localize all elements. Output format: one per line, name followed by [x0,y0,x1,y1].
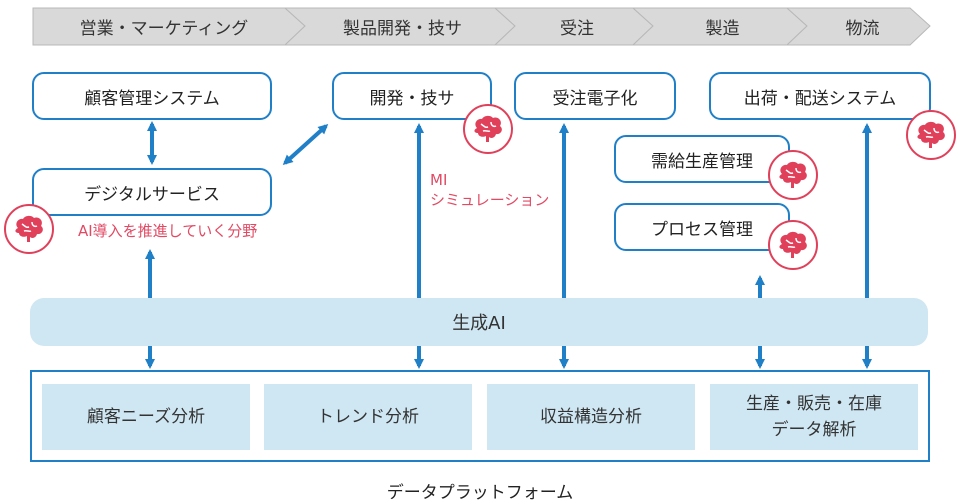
platform-cell-production-sales-inventory: 生産・販売・在庫 データ解析 [710,384,918,450]
brain-icon [463,104,513,154]
digital-service-box: デジタルサービス [32,168,272,216]
chevron-step-logistics [785,7,931,46]
brain-icon [768,150,818,200]
dev-box: 開発・技サ [332,72,492,120]
process-chevron-bar [32,7,931,46]
supply-demand-box: 需給生産管理 [614,135,790,183]
process-mgmt-box: プロセス管理 [614,203,790,251]
process-step-label: 製造 [705,18,740,39]
crm-system-box: 顧客管理システム [32,72,272,120]
shipping-system-box: 出荷・配送システム [709,72,931,120]
arrow-digital-dev [282,123,329,166]
platform-caption: データプラットフォーム [386,483,574,503]
platform-cell-trend: トレンド分析 [264,384,472,450]
platform-cell-line1: 生産・販売・在庫 [746,394,882,414]
order-edi-box: 受注電子化 [514,72,676,120]
generative-ai-band: 生成AI [30,298,928,346]
data-platform-frame: 顧客ニーズ分析 トレンド分析 収益構造分析 生産・販売・在庫 データ解析 [30,370,930,462]
brain-icon [4,204,54,254]
process-step-label: 受注 [560,18,594,39]
platform-cell-revenue-structure: 収益構造分析 [487,384,695,450]
mi-note-line1: MI [430,171,448,189]
mi-note-line2: シミュレーション [430,191,550,209]
ai-area-note: AI導入を推進していく分野 [78,222,258,240]
process-step-label: 製品開発・技サ [343,18,462,39]
platform-cell-line2: データ解析 [771,420,857,440]
brain-icon [768,220,818,270]
platform-cell-customer-needs: 顧客ニーズ分析 [42,384,250,450]
process-step-label: 物流 [845,18,880,39]
brain-icon [906,110,956,160]
process-step-label: 営業・マーケティング [79,18,249,39]
